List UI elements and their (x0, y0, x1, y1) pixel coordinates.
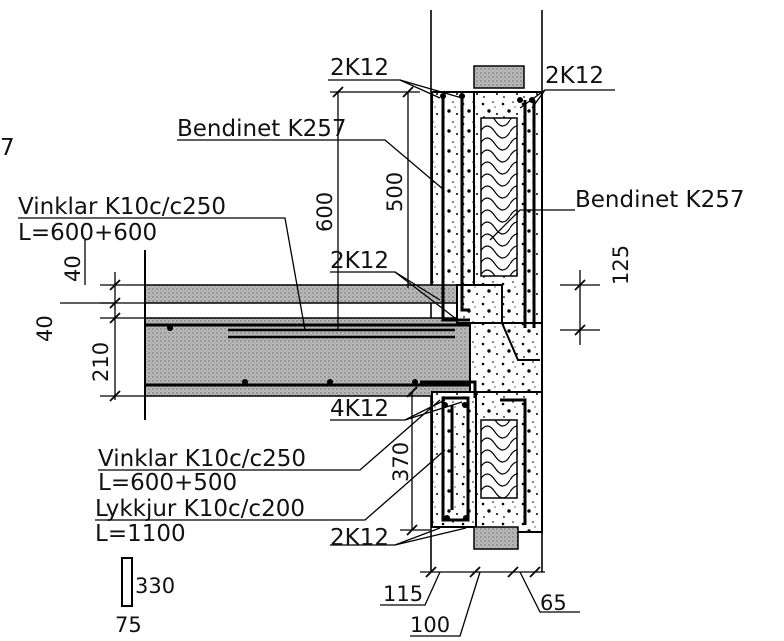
top-cap (473, 65, 525, 89)
dim-500: 500 (383, 172, 407, 212)
dim-210: 210 (89, 342, 113, 382)
vinklar-top-line1: Vinklar K10c/c250 (18, 194, 226, 220)
dim-100: 100 (410, 613, 450, 637)
bar-label-bottom: 2K12 (330, 525, 389, 551)
bendinet-label-left: Bendinet K257 (177, 116, 347, 142)
bar-label-4k12: 4K12 (330, 396, 389, 422)
lykkjur-line2: L=1100 (95, 521, 186, 547)
dim-65: 65 (540, 591, 567, 615)
drip-groove (501, 322, 540, 361)
bendinet-label-right: Bendinet K257 (575, 187, 745, 213)
bar-label-mid: 2K12 (330, 248, 389, 274)
dim-75: 75 (115, 613, 142, 637)
bar-label-top-left: 2K12 (330, 55, 389, 81)
dim-40-upper: 40 (61, 255, 85, 282)
lower-insulation (480, 419, 518, 499)
dim-370: 370 (389, 442, 413, 482)
dimension-ticks (109, 86, 586, 578)
vinklar-top-line2: L=600+600 (18, 220, 157, 246)
edge-digit: 7 (0, 135, 15, 161)
dim-330: 330 (135, 574, 175, 598)
wall-rebar (420, 98, 536, 525)
vinklar-bottom-line1: Vinklar K10c/c250 (98, 446, 306, 472)
bar-symbol (121, 557, 133, 607)
bottom-cap (473, 526, 519, 550)
junction-block (456, 284, 503, 324)
vinklar-bottom-line2: L=600+500 (98, 470, 237, 496)
upper-wall-concrete (431, 91, 475, 289)
dim-40-lower: 40 (33, 315, 57, 342)
dim-115: 115 (383, 582, 423, 606)
lykkjur-line1: Lykkjur K10c/c200 (95, 496, 305, 522)
dimension-lines (60, 91, 600, 637)
floor-slab (144, 284, 471, 397)
dim-600: 600 (313, 192, 337, 232)
bar-label-top-right: 2K12 (545, 63, 604, 89)
upper-insulation (480, 117, 518, 277)
leader-lines (18, 79, 615, 546)
dim-125: 125 (609, 245, 633, 285)
